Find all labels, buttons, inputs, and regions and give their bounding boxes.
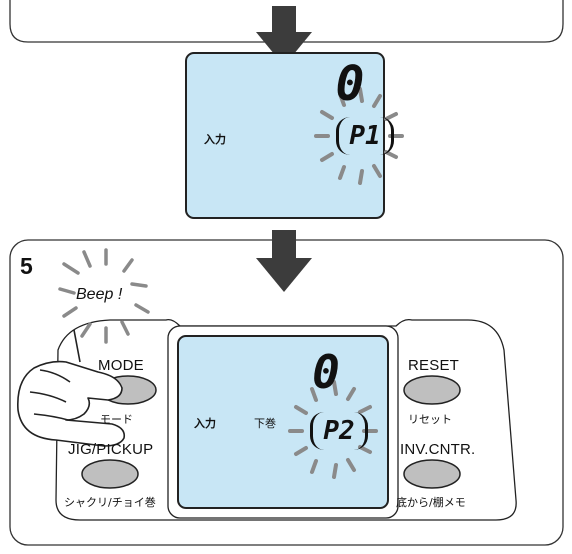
down-arrow-icon [256,6,312,66]
pointing-hand-icon [17,329,126,447]
mode-button-label: MODE [98,357,144,374]
jig-pickup-button-sub-label: シャクリ/チョイ巻 [64,496,156,509]
panel-display-mode-text: 入力 [194,417,216,430]
top-display-count: 0 [335,56,365,112]
inv-cntr-button-label: INV.CNTR. [400,441,476,458]
blink-rays-icon [314,87,404,185]
jig-pickup-button-label: JIG/PICKUP [68,441,154,458]
top-lcd-display [185,52,385,219]
reset-button[interactable] [403,375,461,405]
top-display-mode-text: 入力 [204,133,226,146]
reset-button-sub-label: リセット [408,413,452,426]
step-number: 5 [20,253,33,279]
blink-rays-icon [288,380,378,479]
panel-display-pattern: P2 [310,412,368,450]
panel-display-count: 0 [312,345,340,399]
top-display-pattern: P1 [336,117,394,155]
reset-button-label: RESET [408,357,460,374]
inv-cntr-button[interactable] [403,459,461,489]
jig-pickup-button[interactable] [81,459,139,489]
down-arrow-icon [256,230,312,292]
beep-rays-icon [58,248,150,344]
inv-cntr-button-sub-label: 底から/棚メモ [396,496,466,509]
panel-display-direction-text: 下巻 [254,417,276,430]
beep-text: Beep ! [76,286,123,303]
mode-button-sub-label: モード [100,413,133,426]
